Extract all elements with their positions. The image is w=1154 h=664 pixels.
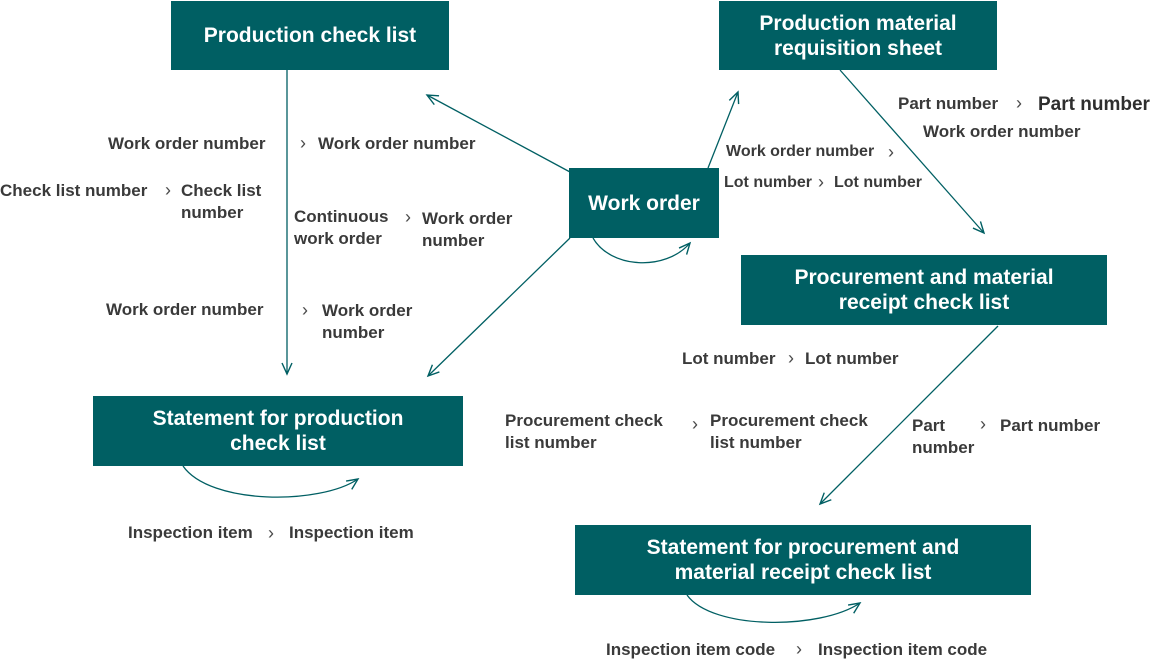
label-pmrcl-part-from: Part number — [912, 416, 975, 457]
arrow-wo-to-pmrs — [707, 90, 740, 169]
chevron-right-icon: › — [405, 207, 411, 227]
chevron-right-icon: › — [300, 133, 306, 153]
chevron-right-icon: › — [1016, 93, 1022, 113]
label-pmrcl-check-list-to: Procurement check list number — [710, 411, 868, 452]
label-continuous-wo-to: Work order number — [422, 209, 513, 250]
label-stmt-pmrcl-inspection-to: Inspection item code — [818, 640, 988, 659]
label-pmrcl-check-list-from: Procurement check list number — [505, 411, 663, 452]
chevron-right-icon: › — [788, 348, 794, 368]
label-wo-to-pmrs-work-order-from: Work order number — [726, 143, 875, 160]
label-pmrs-work-order-to: Work order number — [923, 122, 1081, 141]
box-production-check-list: Production check list — [171, 1, 449, 70]
box-label: Statement for procurement and material r… — [646, 536, 960, 584]
chevron-right-icon: › — [980, 414, 986, 434]
label-wo-to-stmt-pcl-to: Work order number — [322, 301, 413, 342]
label-pmrcl-part-to: Part number — [1000, 416, 1101, 435]
self-loop-stmt-pmrcl — [686, 594, 862, 623]
label-wo-to-pmrs-lot-from: Lot number — [724, 174, 812, 191]
chevron-right-icon: › — [692, 414, 698, 434]
box-label: Procurement and material receipt check l… — [794, 266, 1054, 314]
box-procurement-and-material-receipt-check-list: Procurement and material receipt check l… — [741, 255, 1107, 325]
label-pmrcl-lot-from: Lot number — [682, 349, 776, 368]
arrow-wo-to-stmt-pcl — [426, 237, 571, 378]
label-stmt-pcl-inspection-from: Inspection item — [128, 523, 253, 542]
chevron-right-icon: › — [888, 142, 894, 162]
arrow-pmrs-to-pmrcl — [839, 69, 986, 235]
self-loop-work-order — [592, 237, 692, 264]
label-wo-to-pmrs-lot-to: Lot number — [834, 174, 922, 191]
box-work-order: Work order — [569, 168, 719, 238]
label-pmrs-part-from: Part number — [898, 94, 999, 113]
chevron-right-icon: › — [818, 172, 824, 192]
label-check-list-to: Check list number — [181, 181, 262, 222]
self-loop-stmt-pcl — [182, 465, 360, 498]
box-label: Production check list — [203, 24, 417, 47]
chevron-right-icon: › — [165, 180, 171, 200]
chevron-right-icon: › — [796, 639, 802, 659]
label-stmt-pmrcl-inspection-from: Inspection item code — [606, 640, 776, 659]
box-label: Production material requisition sheet — [759, 11, 957, 60]
box-statement-for-procurement-and-material-receipt-check-list: Statement for procurement and material r… — [575, 525, 1031, 595]
box-label: Work order — [588, 191, 700, 215]
label-stmt-pcl-inspection-to: Inspection item — [289, 523, 414, 542]
label-continuous-wo-from: Continuous work order — [294, 207, 389, 248]
label-wo-to-pcl-to: Work order number — [318, 134, 476, 153]
label-check-list-from: Check list number — [0, 181, 148, 200]
label-pmrs-part-to: Part number — [1038, 94, 1150, 115]
label-pmrcl-lot-to: Lot number — [805, 349, 899, 368]
label-wo-to-stmt-pcl-from: Work order number — [106, 300, 264, 319]
arrow-wo-to-pcl — [425, 94, 571, 173]
box-label: Statement for production check list — [152, 407, 404, 455]
box-production-material-requisition-sheet: Production material requisition sheet — [719, 1, 997, 70]
label-wo-to-pcl-from: Work order number — [108, 134, 266, 153]
box-statement-for-production-check-list: Statement for production check list — [93, 396, 463, 466]
chevron-right-icon: › — [268, 523, 274, 543]
chevron-right-icon: › — [302, 300, 308, 320]
arrow-pmrcl-to-stmt-pmrcl — [818, 325, 999, 506]
